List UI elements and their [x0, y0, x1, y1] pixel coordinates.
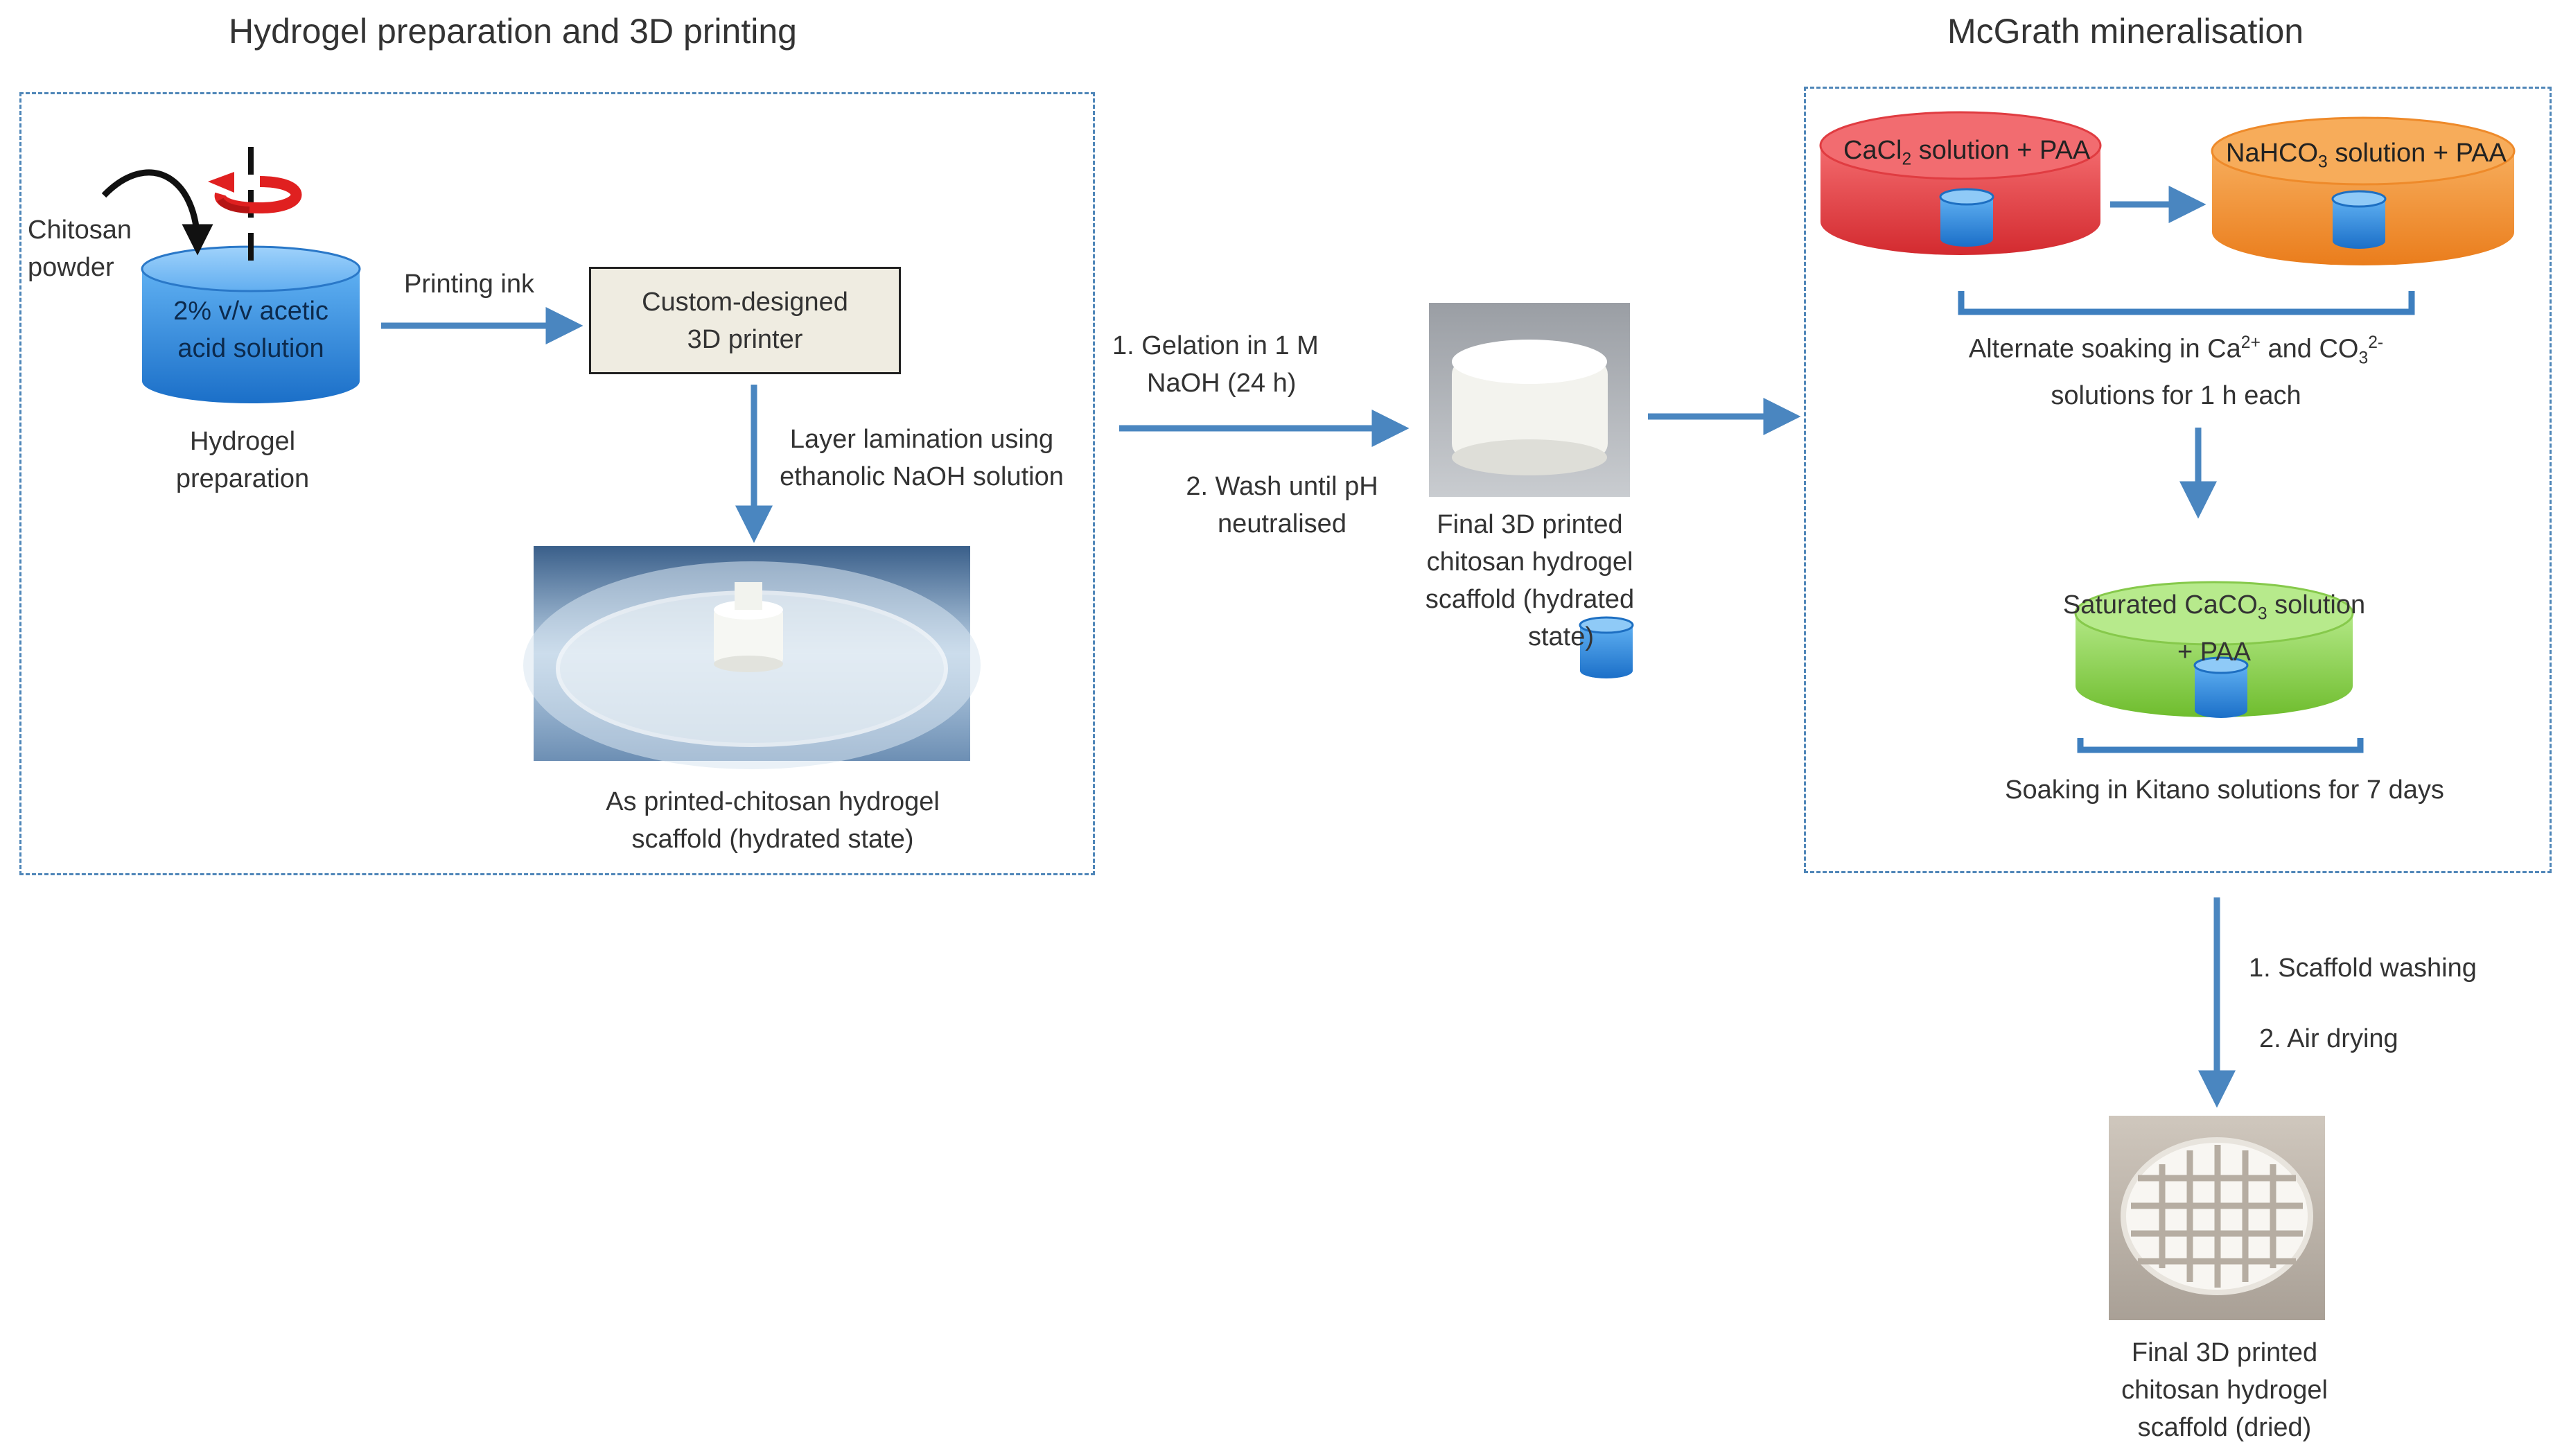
scaffold-in-nahco3-icon [2331, 190, 2387, 249]
gelation-step-label: 1. Gelation in 1 M NaOH (24 h) [1112, 327, 1319, 402]
rotation-icon [208, 172, 302, 214]
final-hydrated-caption: Final 3D printed chitosan hydrogel scaff… [1407, 506, 1653, 656]
alternate-line2: solutions for 1 h each [2051, 381, 2301, 411]
hydrogel-preparation-line2: preparation [175, 464, 310, 493]
final-hydrated-line2: chitosan hydrogel [1426, 547, 1633, 577]
printer-label-line2: 3D printer [687, 324, 803, 354]
saturated-text: Saturated CaCO [2062, 590, 2258, 620]
scaffold-washing-label: 1. Scaffold washing [2249, 954, 2477, 983]
carbonate-subscript: 3 [2358, 349, 2369, 368]
nahco3-text: NaHCO [2226, 139, 2319, 168]
beaker-label-line1: 2% v/v acetic [173, 297, 328, 326]
as-printed-scaffold-photo [523, 546, 981, 769]
chitosan-powder-line2: powder [28, 253, 114, 282]
final-dried-line1: Final 3D printed [2131, 1338, 2318, 1367]
saturated-line1: Saturated CaCO3 solution [2044, 586, 2384, 633]
printing-ink-label: Printing ink [404, 270, 534, 299]
final-hydrated-line4: state) [1527, 622, 1595, 651]
scaffold-in-cacl2-icon [1939, 188, 1994, 247]
final-dried-scaffold-photo [2109, 1116, 2325, 1320]
final-dried-caption: Final 3D printed chitosan hydrogel scaff… [2100, 1334, 2349, 1446]
beaker-label: 2% v/v acetic acid solution [147, 292, 355, 367]
gelation-line1: 1. Gelation in 1 M [1112, 331, 1319, 360]
lamination-line2: ethanolic NaOH solution [780, 462, 1064, 491]
gelation-line2: NaOH (24 h) [1147, 369, 1297, 398]
alternate-bracket [1958, 291, 2415, 315]
hydrated-scaffold-icon [1579, 616, 1634, 678]
final-dried-line3: scaffold (dried) [2137, 1413, 2312, 1442]
beaker-label-line2: acid solution [177, 334, 324, 363]
alternate-soaking-label: Alternate soaking in Ca2+ and CO32- solu… [1940, 324, 2412, 414]
right-section-title: McGrath mineralisation [1947, 12, 2304, 51]
as-printed-line1: As printed-chitosan hydrogel [606, 787, 940, 816]
cacl2-subscript: 2 [1902, 150, 1912, 169]
cacl2-suffix: solution + PAA [1911, 136, 2091, 165]
saturated-line2: + PAA [2177, 637, 2251, 667]
saturated-caco3-label: Saturated CaCO3 solution + PAA [2044, 586, 2384, 671]
cacl2-solution-label: CaCl2 solution + PAA [1843, 132, 2090, 179]
cacl2-text: CaCl [1843, 136, 1902, 165]
caco3-subscript: 3 [2257, 604, 2267, 624]
chitosan-powder-label: Chitosan powder [28, 211, 132, 286]
alternate-text-b: and CO [2260, 334, 2359, 364]
nahco3-solution-label: NaHCO3 solution + PAA [2226, 134, 2507, 182]
wash-step-label: 2. Wash until pH neutralised [1164, 468, 1400, 543]
mineralisation-panel [1804, 87, 2552, 873]
air-drying-label: 2. Air drying [2259, 1024, 2398, 1053]
hydrogel-panel [19, 92, 1095, 875]
carbonate-charge: 2- [2368, 333, 2384, 352]
saturated-suffix: solution [2267, 590, 2366, 620]
powder-arrow [101, 169, 213, 256]
chitosan-powder-line1: Chitosan [28, 216, 132, 245]
custom-3d-printer-box: Custom-designed 3D printer [589, 267, 901, 374]
nahco3-subscript: 3 [2318, 152, 2328, 172]
calcium-charge: 2+ [2240, 333, 2261, 352]
as-printed-line2: scaffold (hydrated state) [631, 825, 914, 854]
kitano-soaking-label: Soaking in Kitano solutions for 7 days [2005, 775, 2444, 805]
wash-line1: 2. Wash until pH [1186, 472, 1378, 501]
printer-label-line1: Custom-designed [642, 287, 848, 317]
acetic-acid-beaker [141, 245, 361, 403]
lamination-line1: Layer lamination using [789, 425, 1054, 454]
hydrogel-preparation-label: Hydrogel preparation [139, 423, 346, 498]
kitano-bracket [2077, 738, 2364, 753]
final-dried-line2: chitosan hydrogel [2121, 1376, 2328, 1405]
alternate-line1: Alternate soaking in Ca2+ and CO32- [1940, 324, 2412, 377]
layer-lamination-label: Layer lamination using ethanolic NaOH so… [755, 421, 1088, 495]
scaffold-in-saturated-icon [2193, 656, 2249, 718]
as-printed-scaffold-caption: As printed-chitosan hydrogel scaffold (h… [554, 783, 991, 858]
alternate-text-a: Alternate soaking in Ca [1968, 334, 2241, 364]
hydrogel-preparation-line1: Hydrogel [189, 427, 296, 456]
wash-line2: neutralised [1218, 509, 1346, 538]
nahco3-suffix: solution + PAA [2327, 139, 2507, 168]
final-hydrated-scaffold-photo [1429, 303, 1630, 497]
left-section-title: Hydrogel preparation and 3D printing [229, 12, 797, 51]
final-hydrated-line1: Final 3D printed [1437, 510, 1623, 539]
final-hydrated-line3: scaffold (hydrated [1425, 585, 1635, 614]
